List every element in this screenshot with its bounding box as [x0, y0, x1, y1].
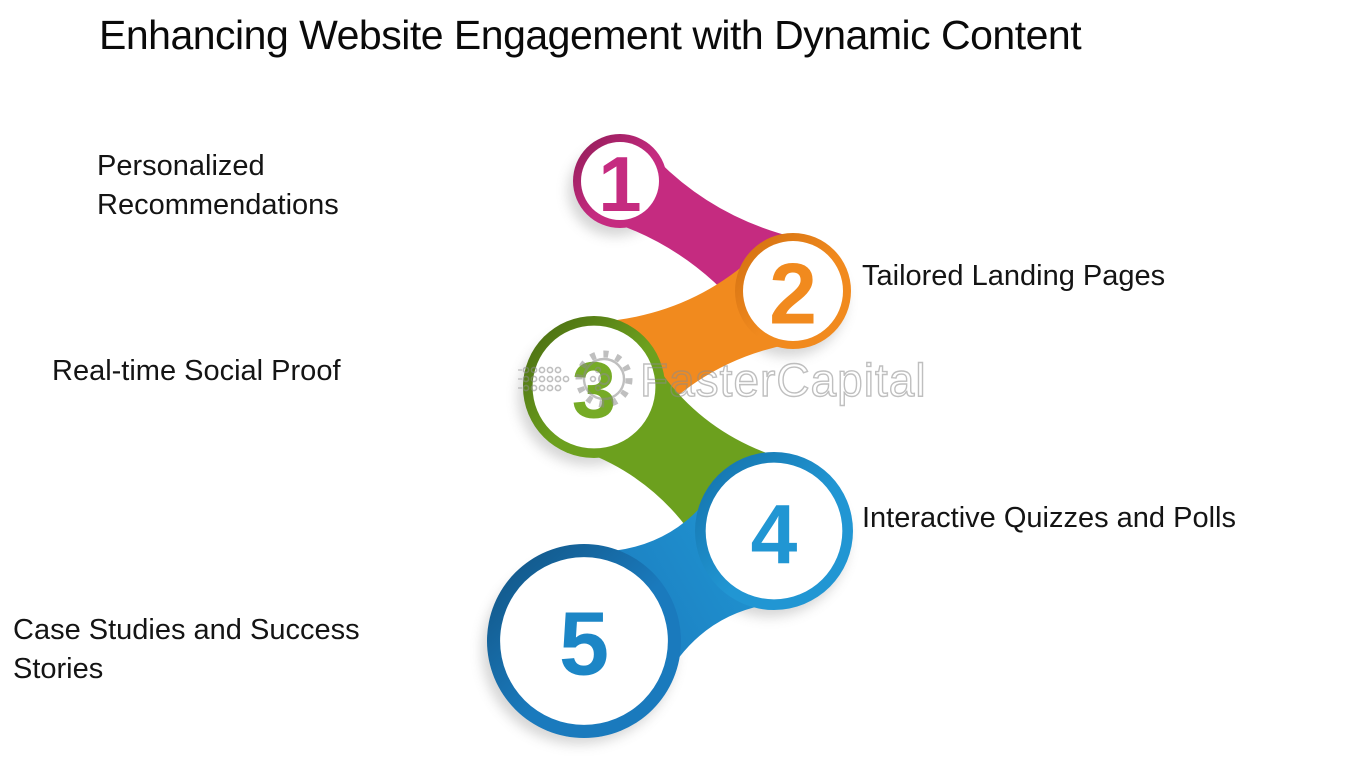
- step-label-interactive-quizzes-polls: Interactive Quizzes and Polls: [862, 502, 1236, 534]
- step-label-case-studies-success-stories: Case Studies and Success Stories: [13, 614, 360, 685]
- step-label-tailored-landing-pages: Tailored Landing Pages: [862, 260, 1166, 292]
- step-number-5: 5: [559, 595, 609, 695]
- step-number-2: 2: [769, 246, 817, 342]
- step-circle-4: 4: [695, 452, 853, 610]
- step-circle-1: 1: [573, 134, 667, 228]
- step-number-3: 3: [572, 346, 617, 435]
- step-circle-2: 2: [735, 233, 851, 349]
- step-label-real-time-social-proof: Real-time Social Proof: [52, 355, 341, 387]
- step-circle-5: 5: [487, 544, 681, 738]
- page-title: Enhancing Website Engagement with Dynami…: [99, 12, 1082, 58]
- step-circle-3: 3: [523, 316, 665, 458]
- step-number-4: 4: [751, 487, 798, 581]
- step-number-1: 1: [598, 140, 641, 228]
- step-label-personalized-recommendations: Personalized Recommendations: [97, 150, 339, 221]
